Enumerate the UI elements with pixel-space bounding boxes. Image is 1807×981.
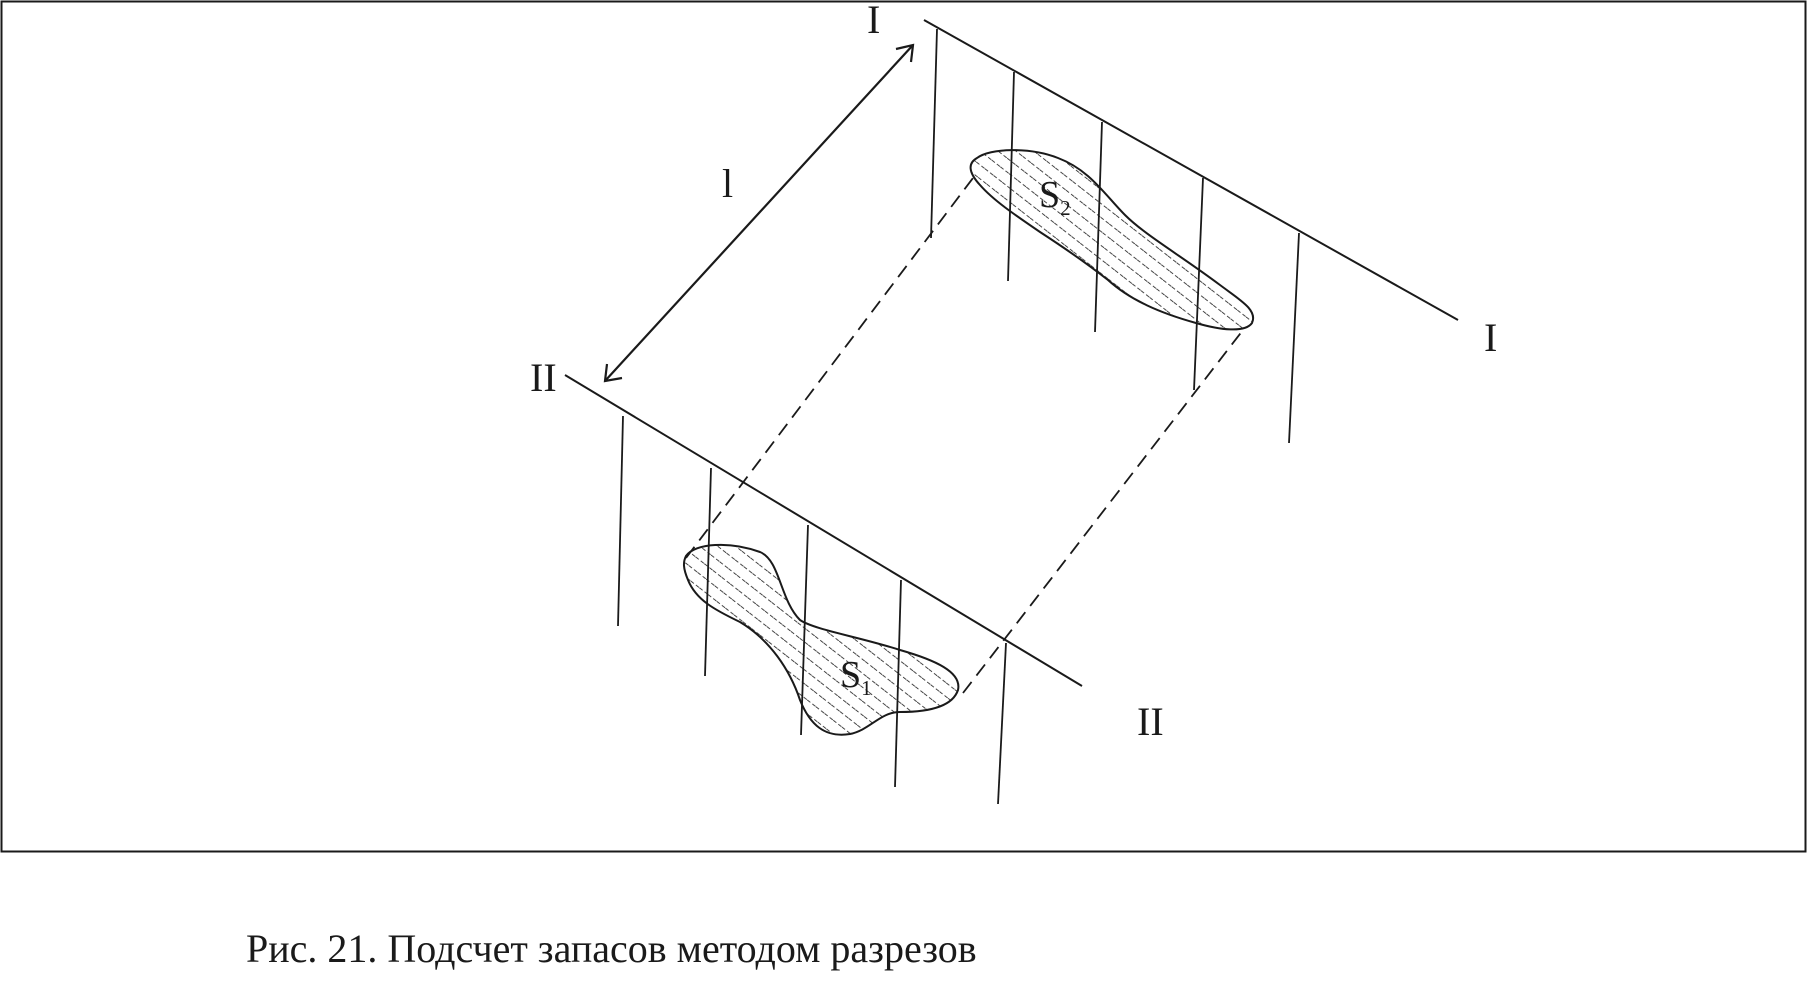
figure-caption: Рис. 21. Подсчет запасов методом разрезо… (246, 926, 977, 971)
drill-line (1288, 232, 1300, 444)
area-s1-shape (682, 543, 960, 736)
section-1-label-start: I (867, 0, 880, 42)
dashed-connector-left (685, 173, 977, 559)
area-s1-index: 1 (861, 676, 872, 700)
distance-label: l (722, 161, 733, 206)
area-s2-index: 2 (1060, 196, 1071, 220)
arrowhead-bottom-icon (603, 363, 623, 383)
drill-line (930, 28, 938, 239)
area-s2-shape (969, 149, 1255, 331)
area-s1-letter: S (840, 654, 861, 696)
figure-frame (0, 0, 1807, 853)
area-s1-label: S1 (840, 654, 872, 700)
section-2-label-start: II (530, 355, 557, 400)
distance-arrow (603, 43, 915, 383)
dashed-connector-right (962, 329, 1244, 694)
section-line-2 (564, 374, 1083, 687)
area-s2-letter: S (1039, 174, 1060, 216)
drill-line (997, 642, 1007, 805)
dashed-connectors (685, 173, 1244, 694)
drill-line (617, 415, 624, 627)
section-2-label-end: II (1137, 699, 1164, 744)
section-line-1 (923, 19, 1459, 321)
arrowhead-top-icon (895, 43, 915, 63)
section-1-label-end: I (1484, 315, 1497, 360)
section-2-drill-lines (617, 415, 1007, 805)
area-s2-label: S2 (1039, 174, 1071, 220)
